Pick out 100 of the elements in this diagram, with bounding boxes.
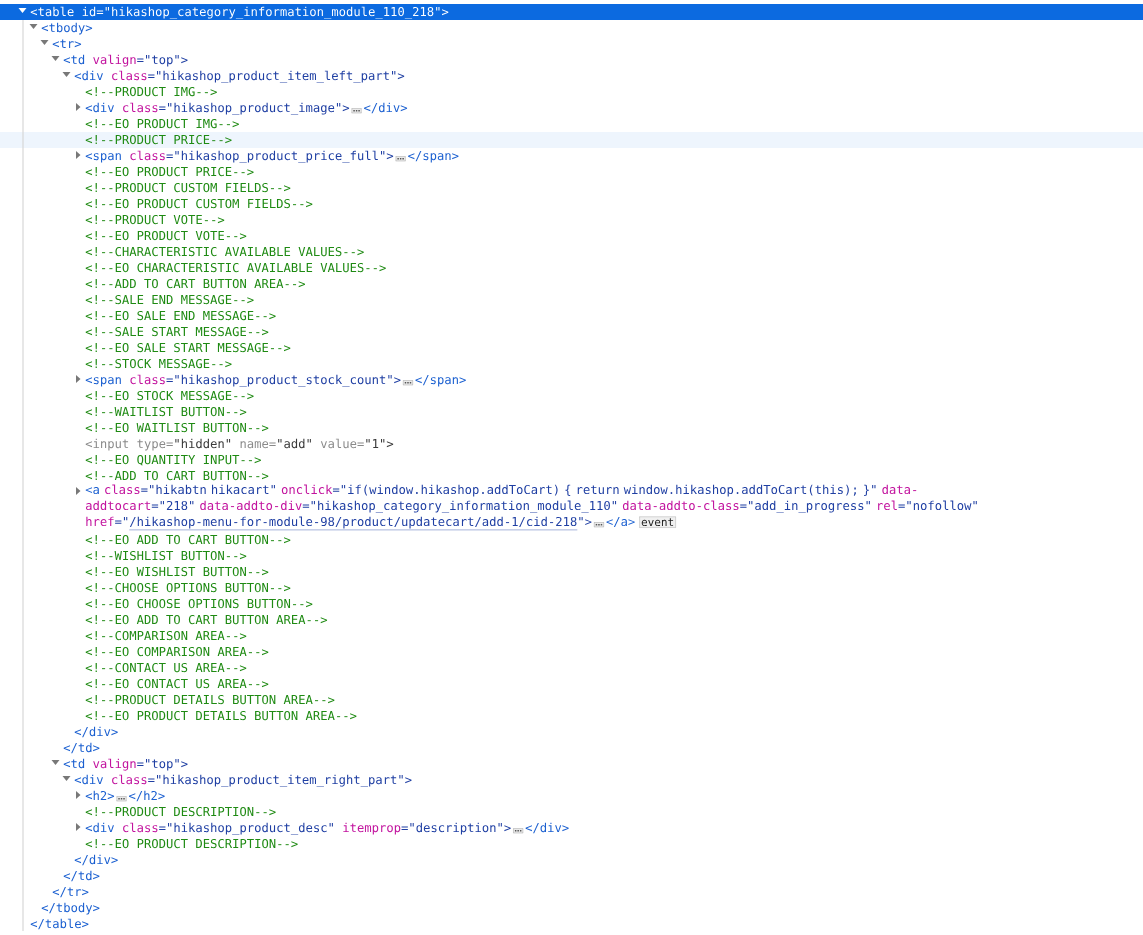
tag-name: <tr> bbox=[52, 39, 82, 48]
attribute-name: data-addto-class bbox=[622, 500, 739, 511]
tag-name: </span> bbox=[408, 151, 459, 163]
tag-name: <table bbox=[30, 6, 74, 17]
tag-name: <div bbox=[74, 70, 103, 81]
attribute-value: =" bbox=[115, 517, 128, 524]
tag-name: <tbody> bbox=[41, 22, 93, 35]
attribute-name: onclick bbox=[281, 484, 333, 495]
html-comment: <!--EO PRODUCT DESCRIPTION--> bbox=[85, 838, 298, 849]
tag-name: </div> bbox=[74, 854, 118, 866]
html-comment: <!--PRODUCT DETAILS BUTTON AREA--> bbox=[85, 694, 335, 705]
tag-name: </td> bbox=[63, 870, 100, 882]
html-comment: <!--EO WISHLIST BUTTON--> bbox=[85, 566, 269, 577]
html-comment: <!--EO ADD TO CART BUTTON--> bbox=[85, 534, 291, 545]
attribute-value: ="hikashop_product_stock_count"> bbox=[166, 374, 401, 387]
attribute-name: rel bbox=[878, 500, 897, 511]
tag-name: </tr> bbox=[52, 887, 89, 898]
tag-name: <td bbox=[63, 54, 85, 65]
attribute-name: valign bbox=[93, 54, 136, 67]
attribute-name: class bbox=[112, 774, 147, 785]
attribute-name: class bbox=[130, 150, 165, 161]
html-comment: <!--EO QUANTITY INPUT--> bbox=[85, 454, 261, 466]
attribute-name: class bbox=[123, 102, 158, 113]
attribute-value: ="hikashop_product_price_full"> bbox=[166, 150, 394, 163]
tag-name: </div> bbox=[74, 726, 118, 738]
attribute-name: valign bbox=[93, 758, 136, 771]
html-comment: <!--EO ADD TO CART BUTTON AREA--> bbox=[85, 614, 328, 625]
attribute-value: ="hikashop_category_information_module_110_218"> bbox=[96, 6, 449, 19]
attribute-value: ="nofollow" bbox=[898, 500, 977, 511]
tag-name: <div bbox=[74, 774, 103, 785]
html-comment: <!--PRODUCT IMG--> bbox=[85, 86, 217, 97]
html-comment: <!--PRODUCT CUSTOM FIELDS--> bbox=[85, 182, 291, 193]
attribute-value: ="hikashop_category_information_module_110" bbox=[302, 500, 617, 513]
attribute-name: name= bbox=[240, 441, 276, 449]
html-comment: <!--PRODUCT VOTE--> bbox=[85, 214, 225, 225]
attribute-value: ="hikashop_product_item_right_part"> bbox=[148, 774, 412, 787]
attribute-value: ="if(window.hikashop.addToCart) { return window.hikashop.addToCart(this); }" bbox=[332, 484, 876, 497]
html-comment: <!--EO SALE START MESSAGE--> bbox=[85, 342, 291, 353]
attribute-value: ="hikashop_product_image"> bbox=[159, 102, 350, 115]
attribute-value: "add" bbox=[278, 438, 311, 449]
tag-name: <div bbox=[85, 822, 114, 833]
attribute-value: ="add_in_progress" bbox=[740, 500, 870, 513]
attribute-name: class bbox=[123, 822, 158, 833]
attribute-name: href bbox=[86, 516, 114, 527]
html-comment: <!--EO PRODUCT DETAILS BUTTON AREA--> bbox=[85, 710, 357, 721]
html-comment: <!--STOCK MESSAGE--> bbox=[85, 358, 232, 369]
tag-name: </h2> bbox=[129, 790, 165, 802]
tag-name: </table> bbox=[30, 918, 89, 930]
html-comment: <!--ADD TO CART BUTTON--> bbox=[85, 470, 269, 481]
attribute-name: class bbox=[112, 70, 147, 81]
attribute-value: "1"> bbox=[366, 439, 394, 448]
tag-name: <div bbox=[85, 102, 114, 113]
tag-name: <span bbox=[85, 153, 121, 163]
tag-name: </div> bbox=[364, 102, 408, 114]
attribute-name: data-addto-div bbox=[200, 500, 302, 511]
tag-name: </div> bbox=[525, 822, 569, 834]
html-comment: <!--WAITLIST BUTTON--> bbox=[85, 406, 247, 417]
html-comment: <!--EO SALE END MESSAGE--> bbox=[85, 310, 276, 321]
html-comment: <!--SALE START MESSAGE--> bbox=[85, 326, 269, 337]
html-comment: <!--EO PRODUCT PRICE--> bbox=[85, 166, 254, 177]
html-comment: <!--EO WAITLIST BUTTON--> bbox=[85, 422, 269, 433]
attribute-value: ="hikabtn hikacart" bbox=[141, 484, 275, 495]
attribute-name: id bbox=[82, 6, 96, 17]
tag-name: </td> bbox=[63, 742, 100, 754]
tag-name: </span> bbox=[415, 375, 466, 387]
attribute-value: ="hikashop_product_desc" bbox=[159, 822, 333, 835]
html-comment: <!--CHARACTERISTIC AVAILABLE VALUES--> bbox=[85, 246, 364, 257]
attribute-name: type= bbox=[137, 439, 173, 451]
tag-name: <a bbox=[85, 487, 99, 495]
attribute-name: class bbox=[105, 484, 140, 495]
attribute-value: ="hikashop_product_item_left_part"> bbox=[148, 70, 405, 83]
tag-name: </a> bbox=[606, 517, 635, 528]
attribute-value: ="description"> bbox=[401, 822, 511, 835]
html-comment: <!--PRODUCT PRICE--> bbox=[85, 134, 232, 145]
html-comment: <!--CHOOSE OPTIONS BUTTON--> bbox=[85, 582, 291, 593]
html-comment: <!--EO CHARACTERISTIC AVAILABLE VALUES--> bbox=[85, 262, 386, 273]
html-comment: <!--ADD TO CART BUTTON AREA--> bbox=[85, 278, 305, 289]
tag-name: <h2> bbox=[85, 790, 115, 800]
html-comment: <!--EO CHOOSE OPTIONS BUTTON--> bbox=[85, 598, 313, 609]
event-badge: event bbox=[639, 516, 677, 528]
attribute-name: value= bbox=[320, 438, 364, 449]
html-comment: <!--EO PRODUCT CUSTOM FIELDS--> bbox=[85, 198, 313, 209]
html-comment: <!--WISHLIST BUTTON--> bbox=[85, 550, 247, 561]
attribute-value: "hidden" bbox=[175, 438, 231, 449]
html-comment: <!--EO COMPARISON AREA--> bbox=[85, 646, 269, 657]
html-comment: <!--EO PRODUCT VOTE--> bbox=[85, 230, 247, 241]
tag-name: <span bbox=[85, 377, 121, 387]
tag-name: <td bbox=[63, 758, 85, 769]
tag-name: <input bbox=[85, 438, 129, 451]
link: /hikashop-menu-for-module-98/product/updatecart/add-1/cid-218 bbox=[129, 516, 578, 531]
html-comment: <!--COMPARISON AREA--> bbox=[85, 630, 247, 641]
attribute-value: ="top"> bbox=[137, 759, 188, 771]
html-comment: <!--EO CONTACT US AREA--> bbox=[85, 678, 269, 689]
attribute-name: class bbox=[130, 374, 165, 385]
attribute-value: ="218" bbox=[151, 500, 194, 511]
html-comment: <!--SALE END MESSAGE--> bbox=[85, 294, 254, 305]
html-comment: <!--EO PRODUCT IMG--> bbox=[85, 118, 239, 129]
html-comment: <!--PRODUCT DESCRIPTION--> bbox=[85, 806, 276, 817]
attribute-name: itemprop bbox=[343, 822, 401, 835]
attribute-value: ="top"> bbox=[137, 55, 188, 67]
